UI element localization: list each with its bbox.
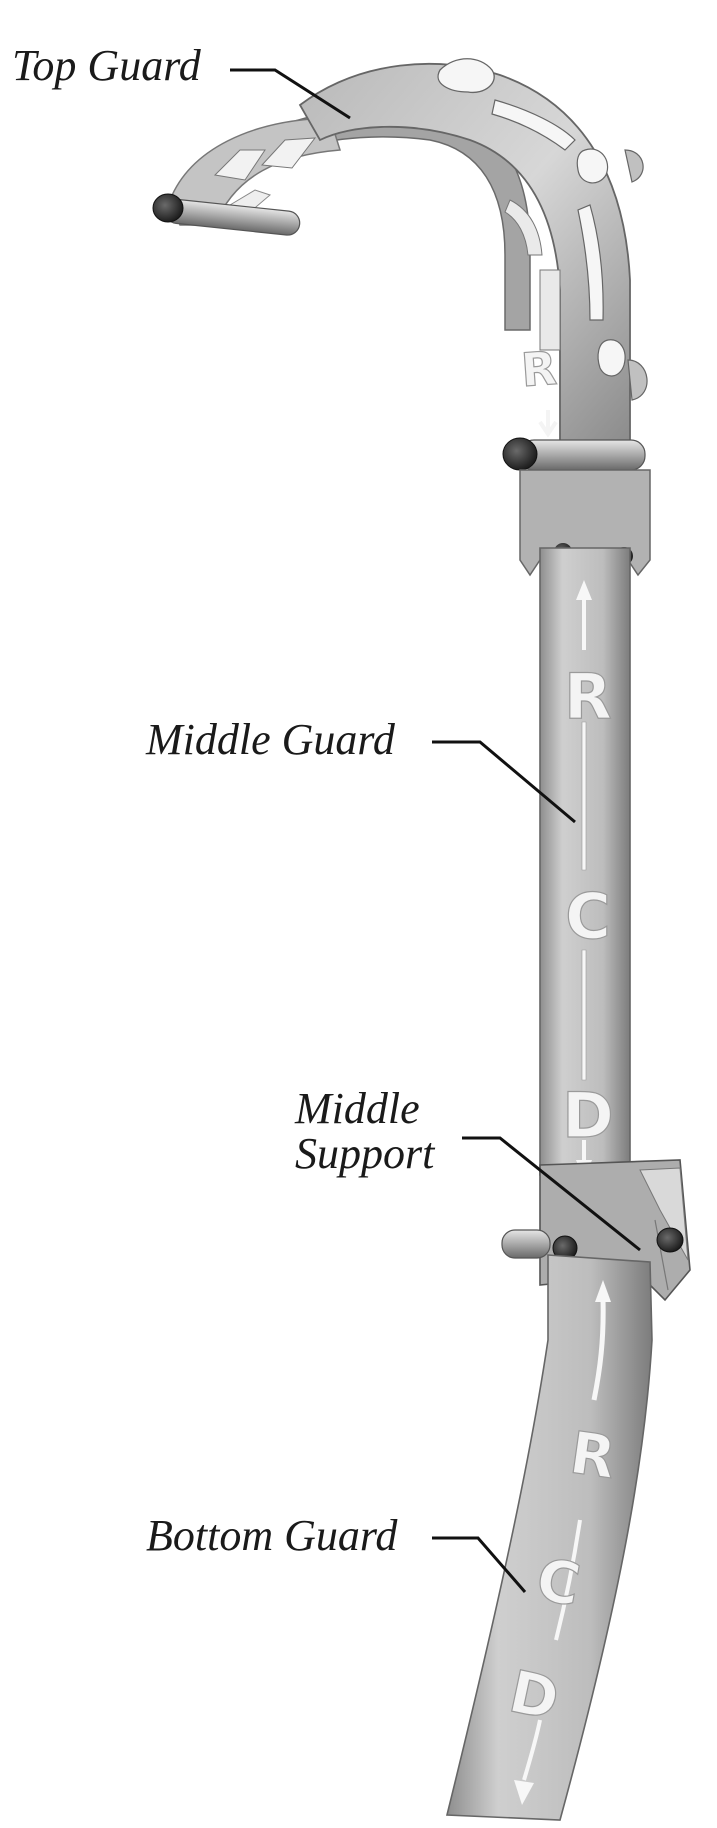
- bottom-guard-label: Bottom Guard: [146, 1511, 398, 1560]
- middle-support-label-line1: Middle: [295, 1084, 420, 1133]
- middle-guard-part: [519, 469, 651, 1180]
- middle-guard-leader: [432, 740, 576, 824]
- middle-support-label: Middle Support: [295, 1084, 435, 1178]
- top-guard-lower-rod: [519, 439, 646, 471]
- top-guard-left-bolt: [152, 193, 184, 223]
- bottom-guard-label-text: Bottom Guard: [146, 1511, 398, 1560]
- top-guard-label-text: Top Guard: [12, 41, 201, 90]
- svg-text:R: R: [519, 341, 558, 397]
- middle-guard-label-text: Middle Guard: [146, 715, 395, 764]
- top-guard-leader: [230, 68, 351, 120]
- bottom-guard-leader: [432, 1536, 527, 1593]
- middle-support-peg: [501, 1229, 551, 1259]
- middle-stencil-letter: D: [562, 1079, 613, 1152]
- middle-support-bolt: [656, 1227, 684, 1253]
- bottom-stencil-letter: R: [566, 1418, 620, 1492]
- middle-stencil-letter: R: [564, 660, 612, 733]
- bottom-guard-part: [445, 1254, 653, 1821]
- middle-guard-label: Middle Guard: [146, 715, 395, 764]
- top-guard-outer-band: [298, 62, 631, 451]
- top-guard-lower-bolt: [502, 437, 538, 471]
- middle-support-label-line2: Support: [295, 1128, 435, 1178]
- middle-stencil-letters: R C D: [562, 659, 615, 1152]
- bottom-guard-strip: [445, 1254, 653, 1821]
- middle-support-leader: [462, 1136, 641, 1252]
- middle-stencil-letter: C: [565, 880, 611, 953]
- top-guard-label: Top Guard: [12, 41, 201, 90]
- top-guard-part: R: [152, 58, 648, 471]
